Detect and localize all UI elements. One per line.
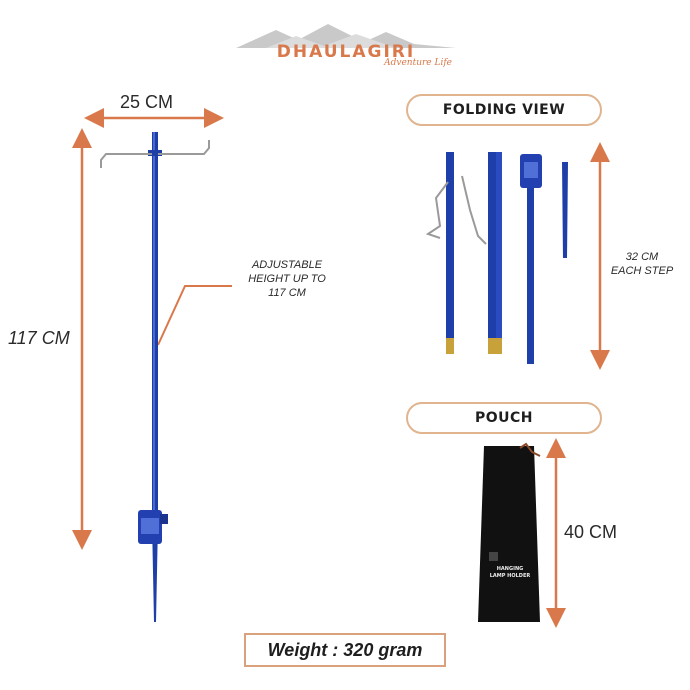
- pouch-print-line-1: HANGING: [496, 566, 524, 572]
- adjustable-note-line-1: ADJUSTABLE: [251, 259, 323, 271]
- clamp: [138, 510, 168, 544]
- folding-pieces: [425, 152, 568, 364]
- pouch-header: POUCH: [406, 402, 602, 434]
- main-pole: [148, 132, 162, 622]
- adjustable-note: ADJUSTABLE HEIGHT UP TO 117 CM: [232, 258, 342, 300]
- weight-box: Weight : 320 gram: [244, 633, 446, 667]
- width-label: 25 CM: [120, 92, 174, 112]
- pouch-bag: [478, 442, 541, 622]
- adjustable-note-line-2: HEIGHT UP TO: [248, 273, 326, 285]
- adjustable-note-line-3: 117 CM: [268, 287, 306, 299]
- mountain-icon: [236, 24, 456, 48]
- step-note-line-2: EACH STEP: [610, 265, 674, 277]
- height-label: 117 CM: [8, 328, 70, 348]
- brand-logo: DHAULAGIRI Adventure Life: [236, 22, 456, 70]
- folding-view-header: FOLDING VIEW: [406, 94, 602, 126]
- pouch-print-line-2: LAMP HOLDER: [489, 573, 531, 579]
- brand-tagline: Adventure Life: [384, 58, 452, 68]
- pouch-length-label: 40 CM: [564, 522, 618, 542]
- brand-name: DHAULAGIRI: [276, 42, 416, 62]
- adjustable-pointer: [157, 285, 232, 346]
- step-note: 32 CM EACH STEP: [602, 250, 682, 278]
- pouch-print: HANGING LAMP HOLDER: [486, 566, 534, 580]
- hanger-arms: [100, 140, 210, 168]
- step-note-line-1: 32 CM: [625, 251, 659, 263]
